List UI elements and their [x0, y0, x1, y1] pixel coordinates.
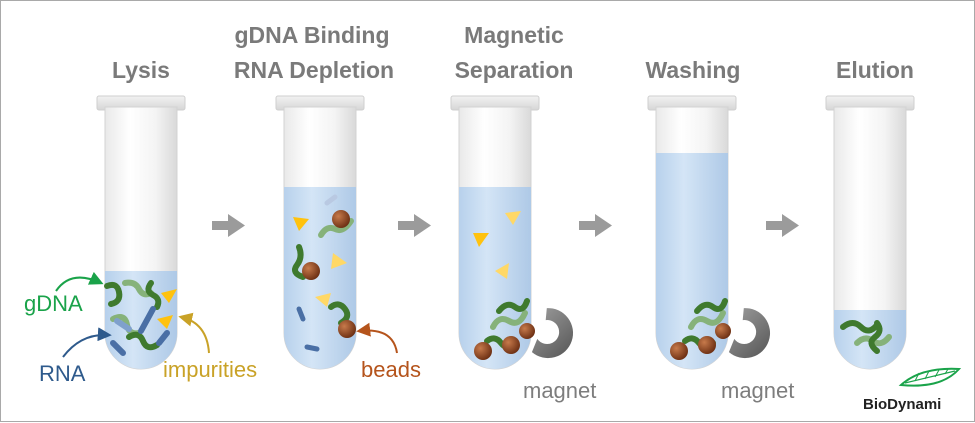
- step-2-title-line1: gDNA Binding: [234, 22, 389, 48]
- bead: [474, 342, 492, 360]
- rna-rod: [114, 318, 132, 332]
- tube-washing: [647, 95, 737, 370]
- gdna-strand: [126, 331, 160, 351]
- rna-rod: [110, 340, 126, 356]
- step-arrow-2: [398, 214, 431, 237]
- gdna-strand: [328, 301, 351, 326]
- step-4-title: Washing: [646, 57, 741, 83]
- gdna-strand: [490, 310, 528, 330]
- impurity-triangle: [473, 233, 489, 247]
- step-3-title-line2: Separation: [455, 57, 574, 83]
- biodynami-logo: BioDynami: [863, 367, 962, 413]
- bead: [715, 323, 731, 339]
- label-magnet-1: magnet: [523, 378, 596, 403]
- gdna-strand: [122, 279, 154, 298]
- rna-rod: [296, 306, 306, 322]
- bead: [338, 320, 356, 338]
- tube-separation: [450, 95, 540, 370]
- label-rna: RNA: [39, 361, 86, 386]
- step-5-title: Elution: [836, 57, 914, 83]
- brand-name: BioDynami: [863, 396, 941, 413]
- label-impurities: impurities: [163, 357, 257, 382]
- gdna-strand: [868, 320, 883, 354]
- bead: [502, 336, 520, 354]
- tube-lysis: [96, 95, 186, 370]
- label-magnet-2: magnet: [721, 378, 794, 403]
- gdna-strand: [496, 298, 530, 314]
- step-3-title-line1: Magnetic: [464, 22, 564, 48]
- impurity-triangle: [495, 263, 509, 279]
- rna-pointer-arrow: [62, 327, 112, 358]
- gdna-strand: [104, 281, 123, 307]
- rna-rod: [324, 194, 338, 206]
- magnet-icon: [531, 308, 574, 359]
- label-gdna: gDNA: [24, 291, 83, 316]
- impurity-triangle: [157, 315, 173, 329]
- rna-rod: [138, 306, 156, 334]
- step-1-title: Lysis: [112, 57, 170, 83]
- beads-pointer-arrow: [356, 322, 398, 354]
- bead: [302, 262, 320, 280]
- impurity-triangle: [293, 217, 309, 231]
- gdna-strand: [145, 280, 162, 310]
- magnet-icon: [728, 308, 771, 359]
- label-beads: beads: [361, 357, 421, 382]
- step-arrow-3: [579, 214, 612, 237]
- impurities-pointer-arrow: [178, 312, 210, 354]
- tube-binding: [275, 95, 365, 370]
- impurity-triangle: [161, 289, 177, 303]
- gdna-pointer-arrow: [55, 271, 104, 292]
- gdna-strand: [292, 244, 306, 280]
- impurity-triangle: [331, 253, 347, 269]
- rna-rod: [304, 344, 320, 352]
- bead: [519, 323, 535, 339]
- gdna-strand: [840, 320, 880, 334]
- impurity-triangle: [315, 293, 331, 307]
- step-2-title-line2: RNA Depletion: [234, 57, 394, 83]
- gdna-strand: [688, 310, 726, 330]
- gdna-strand: [318, 218, 354, 238]
- bead: [332, 210, 350, 228]
- bead: [670, 342, 688, 360]
- step-arrow-1: [212, 214, 245, 237]
- tube-elution: [825, 95, 915, 370]
- impurity-triangle: [505, 211, 521, 225]
- rna-rod: [156, 330, 170, 346]
- step-arrow-4: [766, 214, 799, 237]
- gdna-strand: [694, 298, 728, 314]
- bead: [698, 336, 716, 354]
- leaf-icon: [898, 367, 962, 387]
